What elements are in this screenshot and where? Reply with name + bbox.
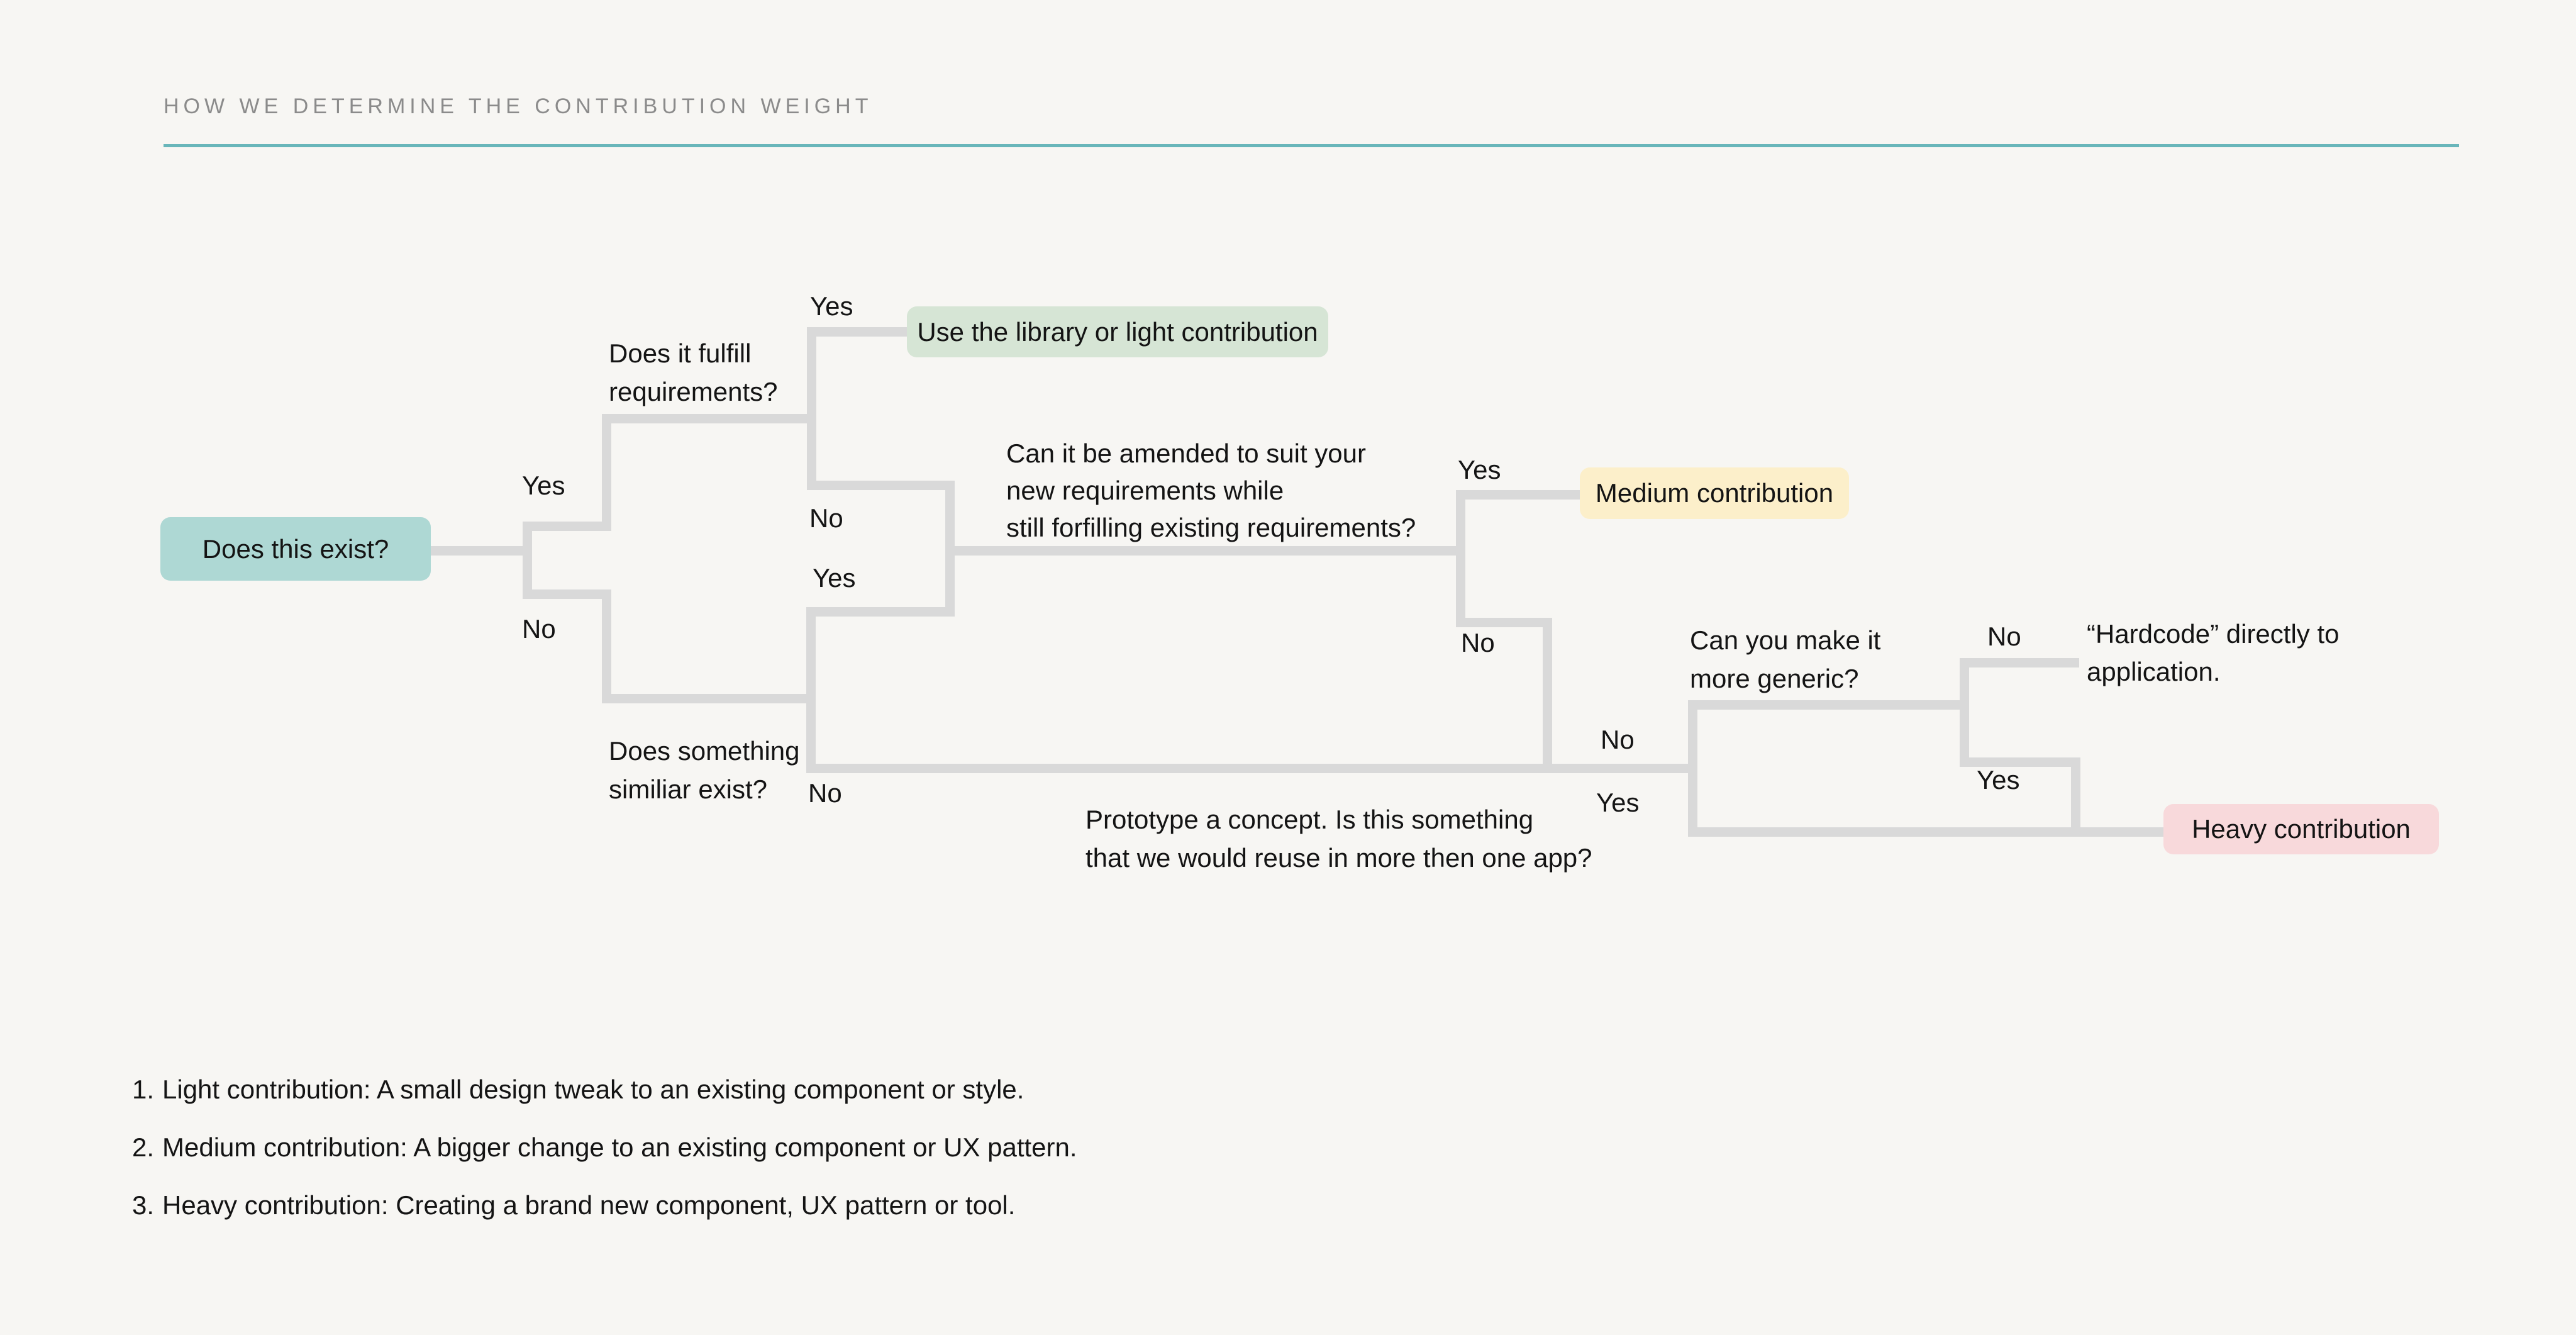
- connector-line-horizontal: [945, 546, 1465, 556]
- question-fulfill-requirements: Does it fulfill requirements?: [609, 338, 778, 406]
- connector-line-horizontal: [1960, 658, 2079, 668]
- label-fulfill-no: No: [809, 503, 843, 533]
- connector-line-vertical: [602, 589, 611, 703]
- connector-line-vertical: [1688, 700, 1697, 836]
- connector-line-vertical: [1543, 618, 1552, 773]
- label-exist-no: No: [522, 614, 556, 644]
- label-prototype-no: No: [1601, 725, 1635, 754]
- connector-line-vertical: [1456, 490, 1465, 627]
- connector-line-horizontal: [431, 546, 532, 556]
- connector-line-vertical: [945, 481, 955, 616]
- legend-item-medium: 2. Medium contribution: A bigger change …: [132, 1132, 1077, 1162]
- connector-line-horizontal: [523, 522, 611, 531]
- connector-line-horizontal: [1688, 827, 2164, 837]
- connector-line-vertical: [807, 327, 816, 489]
- label-exist-yes: Yes: [522, 471, 565, 500]
- legend-item-heavy: 3. Heavy contribution: Creating a brand …: [132, 1190, 1016, 1220]
- legend-item-light: 1. Light contribution: A small design tw…: [132, 1075, 1024, 1104]
- connector-line-horizontal: [602, 414, 816, 423]
- connector-line-horizontal: [807, 481, 954, 490]
- connector-line-horizontal: [1456, 618, 1552, 627]
- label-fulfill-yes: Yes: [810, 291, 853, 321]
- question-can-be-amended: Can it be amended to suit your new requi…: [1006, 438, 1416, 542]
- question-more-generic: Can you make it more generic?: [1690, 625, 1881, 693]
- connector-line-horizontal: [806, 764, 1697, 773]
- label-amended-yes: Yes: [1458, 455, 1501, 484]
- connector-line-vertical: [523, 522, 532, 598]
- connector-line-horizontal: [807, 327, 908, 337]
- node-medium-contribution: Medium contribution: [1580, 467, 1849, 519]
- node-heavy-contribution: Heavy contribution: [2163, 804, 2439, 854]
- question-similar-exist: Does something similiar exist?: [609, 736, 800, 804]
- label-prototype-yes: Yes: [1596, 788, 1640, 817]
- connector-line-vertical: [602, 414, 611, 530]
- connector-line-horizontal: [1688, 700, 1969, 710]
- connector-line-horizontal: [602, 694, 816, 703]
- label-similar-yes: Yes: [813, 563, 856, 593]
- node-does-this-exist: Does this exist?: [160, 517, 431, 581]
- page-title: HOW WE DETERMINE THE CONTRIBUTION WEIGHT: [164, 94, 873, 118]
- connector-line-horizontal: [523, 589, 611, 599]
- label-amended-no: No: [1461, 628, 1495, 657]
- connector-line-horizontal: [1456, 490, 1580, 500]
- connector-line-horizontal: [806, 607, 955, 617]
- label-generic-yes: Yes: [1977, 765, 2020, 795]
- connector-line-vertical: [1960, 658, 1969, 766]
- connector-line-horizontal: [1960, 757, 2080, 767]
- question-prototype-concept: Prototype a concept. Is this something t…: [1085, 805, 1592, 873]
- label-generic-no: No: [1987, 622, 2021, 651]
- outcome-hardcode-text: “Hardcode” directly to application.: [2087, 619, 2340, 686]
- connector-line-vertical: [806, 607, 816, 773]
- connector-line-vertical: [2071, 757, 2080, 836]
- node-light-contribution: Use the library or light contribution: [907, 306, 1328, 357]
- title-divider: [164, 144, 2459, 147]
- label-similar-no: No: [808, 778, 842, 808]
